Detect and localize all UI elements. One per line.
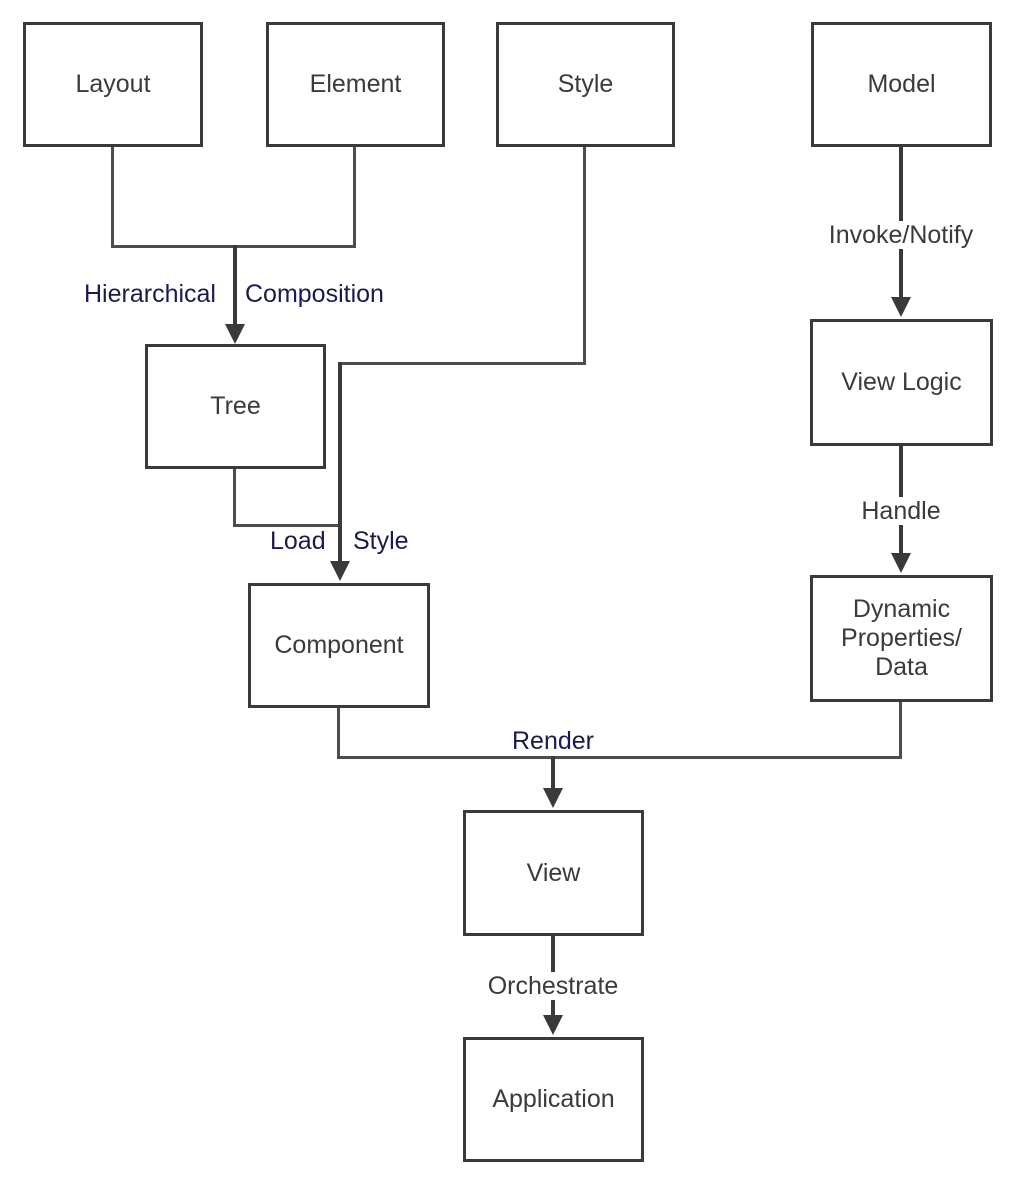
node-view-label: View [526, 858, 581, 887]
node-model: Model [811, 22, 992, 147]
edge-tree-down [233, 468, 236, 527]
edge-label-load: Load [270, 527, 326, 555]
edge-dynamic-down [899, 701, 902, 759]
node-view: View [463, 810, 644, 936]
edge-label-render: Render [512, 727, 594, 755]
edge-render-horizontal [337, 756, 902, 759]
arrow-composition-stem [233, 245, 237, 325]
edge-element-down [353, 146, 356, 245]
dynamic-properties-line-1: Dynamic [852, 595, 951, 623]
node-dynamic-properties-label: Dynamic Properties/ Data [841, 595, 962, 682]
node-component-label: Component [274, 631, 404, 659]
node-dynamic-properties: Dynamic Properties/ Data [810, 575, 993, 702]
edge-label-style: Style [353, 527, 409, 555]
node-element-label: Element [309, 70, 402, 98]
arrow-load-style-stem [338, 362, 342, 562]
node-view-logic-label: View Logic [841, 368, 962, 396]
edge-label-hierarchical: Hierarchical [84, 280, 216, 308]
node-layout-label: Layout [75, 70, 151, 98]
edge-style-horizontal [338, 362, 586, 365]
node-style: Style [496, 22, 675, 147]
edge-label-composition: Composition [245, 280, 384, 308]
arrow-render-head [543, 788, 563, 808]
arrow-orchestrate-head [543, 1015, 563, 1035]
edge-style-down [583, 146, 586, 365]
node-component: Component [248, 583, 430, 708]
edge-layout-down [111, 146, 114, 245]
node-style-label: Style [557, 70, 614, 98]
arrow-invoke-head [891, 297, 911, 317]
arrow-load-style-head [330, 561, 350, 581]
arrow-composition-head [225, 324, 245, 344]
node-layout: Layout [23, 22, 203, 147]
node-tree: Tree [145, 344, 326, 469]
node-application-label: Application [492, 1085, 615, 1113]
edge-tree-horizontal [233, 524, 341, 527]
arrow-handle-head [891, 553, 911, 573]
edge-label-invoke-notify: Invoke/Notify [826, 221, 976, 249]
edge-label-handle: Handle [859, 497, 943, 525]
dynamic-properties-line-2: Properties/ [841, 624, 962, 652]
edge-label-orchestrate: Orchestrate [485, 972, 621, 1000]
node-application: Application [463, 1037, 644, 1162]
edge-component-down [337, 707, 340, 759]
node-view-logic: View Logic [810, 319, 993, 446]
dynamic-properties-line-3: Data [875, 653, 928, 681]
arrow-render-stem [551, 756, 555, 790]
node-tree-label: Tree [210, 392, 261, 420]
node-element: Element [266, 22, 445, 147]
node-model-label: Model [867, 70, 936, 98]
